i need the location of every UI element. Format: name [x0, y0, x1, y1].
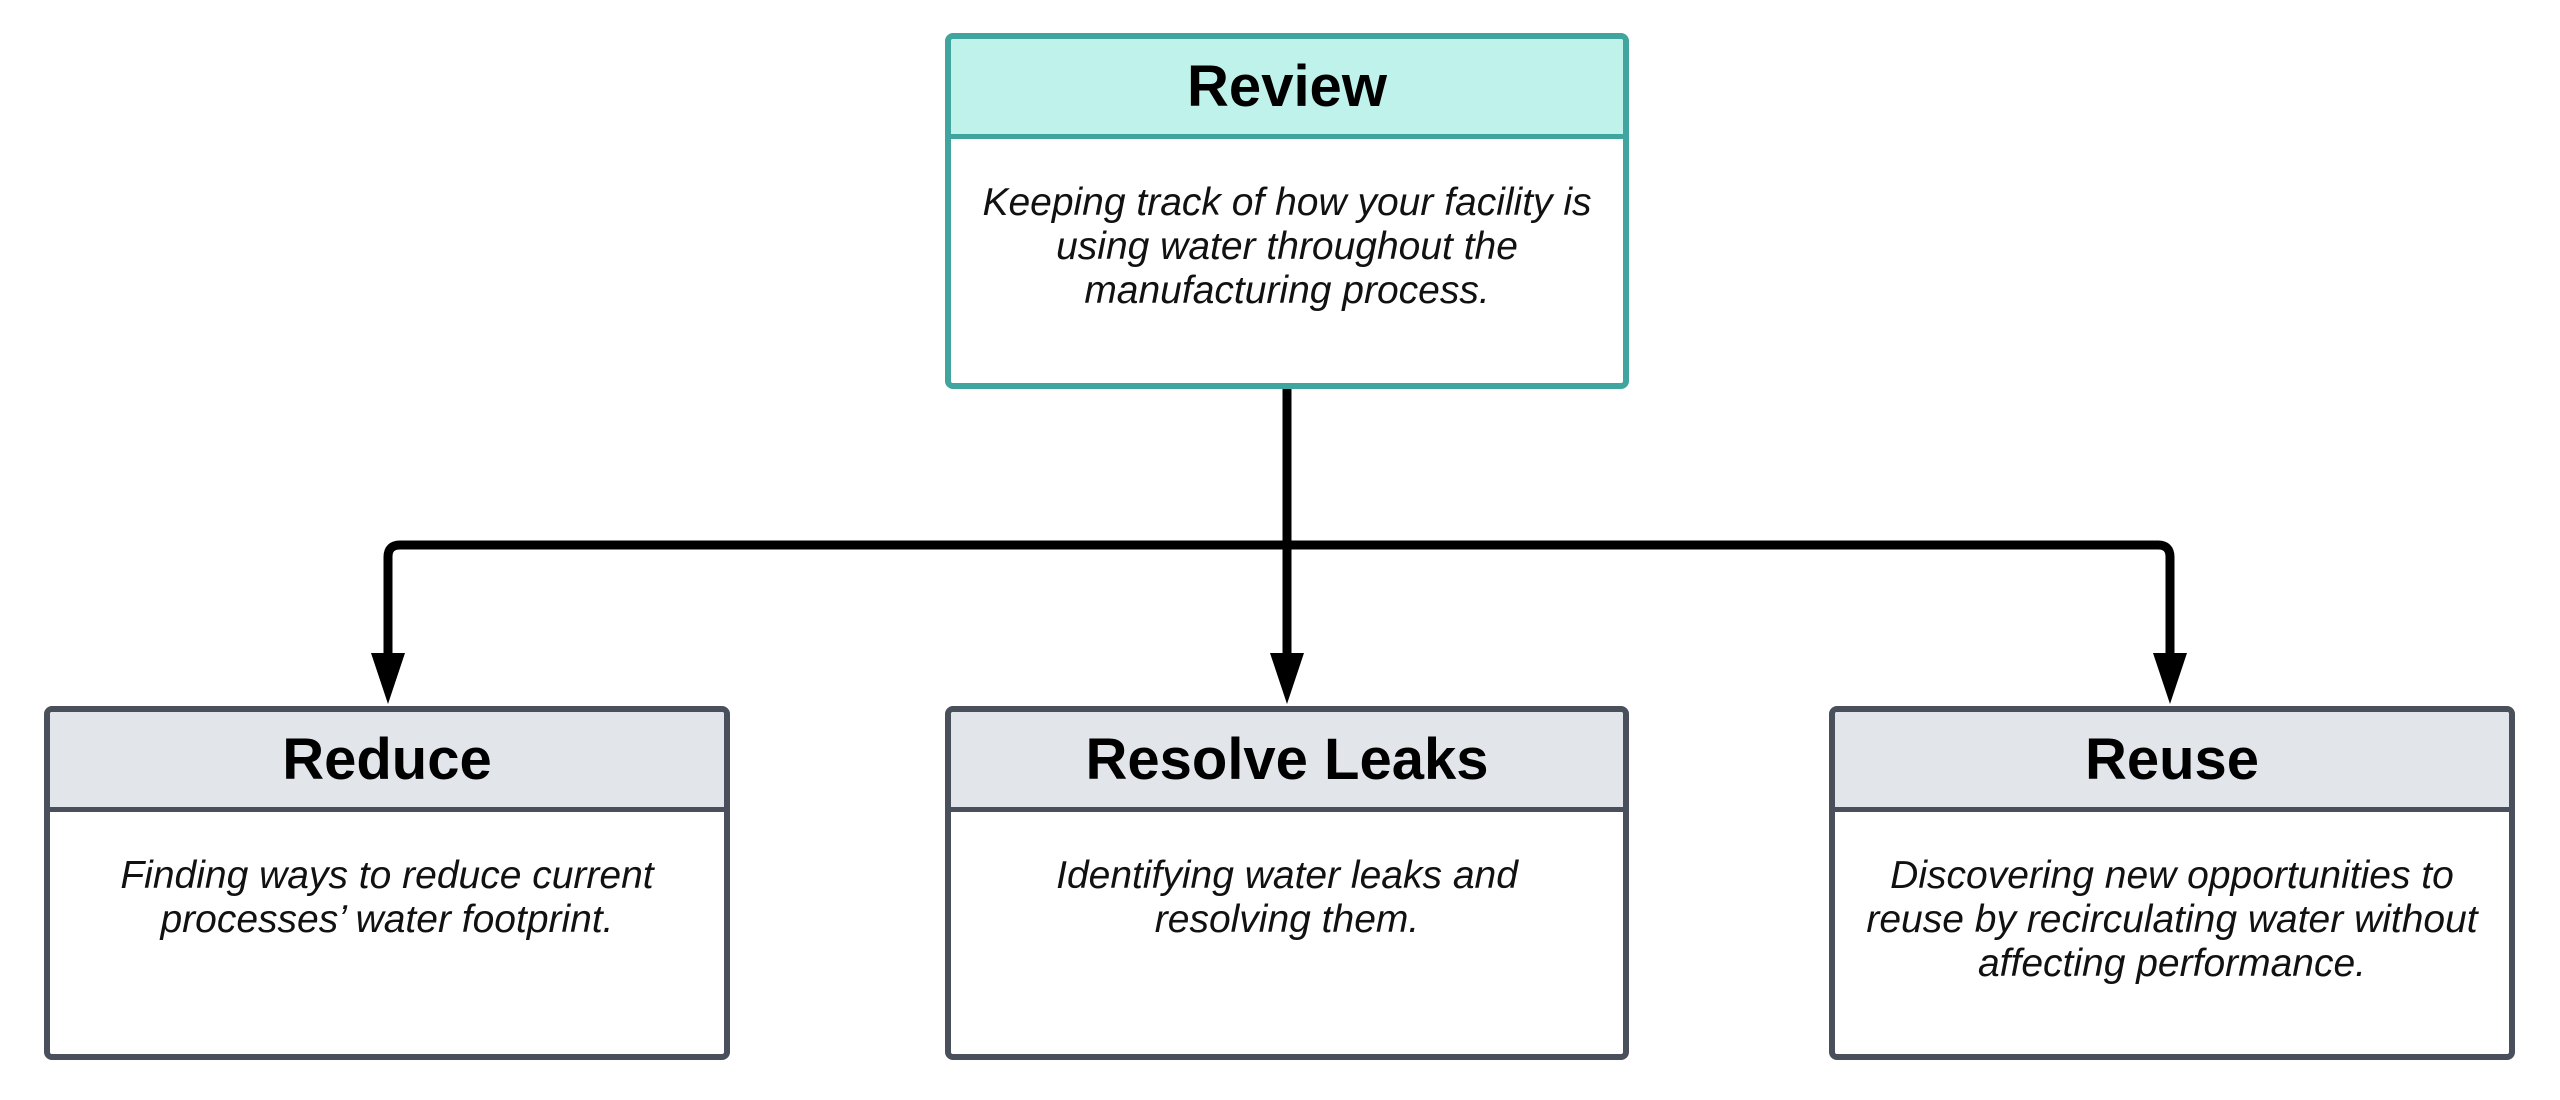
node-resolve-leaks-description: Identifying water leaks and resolving th…	[1056, 854, 1518, 941]
node-review: Review Keeping track of how your facilit…	[945, 33, 1629, 389]
node-review-title: Review	[951, 39, 1623, 139]
connector-branch-left	[383, 540, 1287, 655]
node-reuse-title: Reuse	[1835, 712, 2509, 812]
node-resolve-leaks: Resolve Leaks Identifying water leaks an…	[945, 706, 1629, 1060]
node-resolve-leaks-title: Resolve Leaks	[951, 712, 1623, 812]
arrowhead-resolve-leaks	[1270, 653, 1304, 704]
node-reduce-description: Finding ways to reduce current processes…	[120, 854, 654, 941]
arrowhead-reuse	[2153, 653, 2187, 704]
arrowhead-reduce	[371, 653, 405, 704]
node-review-description: Keeping track of how your facility is us…	[982, 181, 1592, 312]
connector-branch-right	[1287, 540, 2175, 655]
node-reuse: Reuse Discovering new opportunities to r…	[1829, 706, 2515, 1060]
node-reuse-description: Discovering new opportunities to reuse b…	[1866, 854, 2478, 985]
node-reduce-title: Reduce	[50, 712, 724, 812]
node-reduce: Reduce Finding ways to reduce current pr…	[44, 706, 730, 1060]
